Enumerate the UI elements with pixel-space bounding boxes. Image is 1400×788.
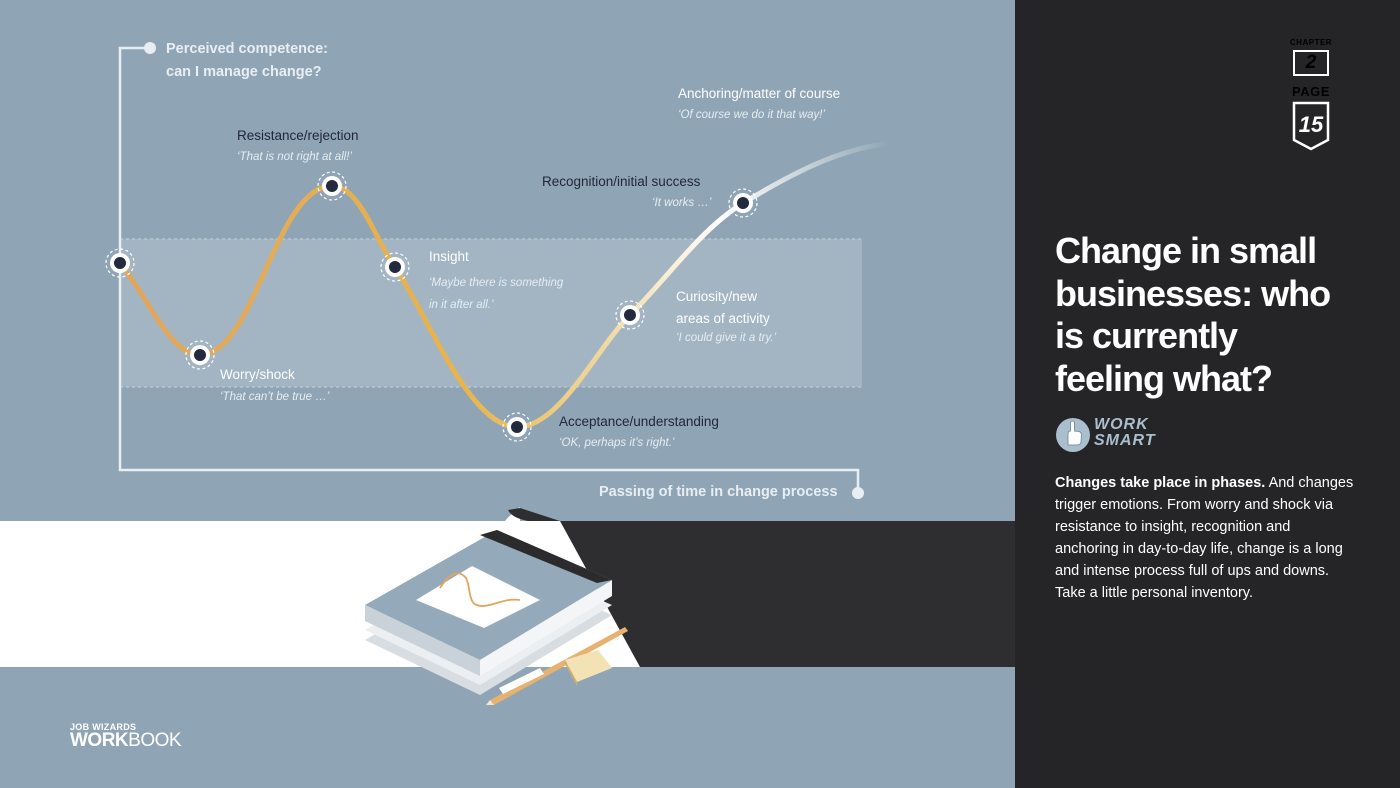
marker-halo <box>380 252 410 282</box>
eraser-block <box>565 650 612 682</box>
page-number-badge: 15 <box>1292 101 1330 151</box>
chart-panel: Perceived competence: can I manage change… <box>0 38 1015 752</box>
body-lead: Changes take place in phases. <box>1055 475 1266 491</box>
y-axis-label-line1: Perceived competence: <box>166 41 328 57</box>
curve-marker-recognition <box>728 188 758 218</box>
stage-label-insight: Insight <box>429 249 469 264</box>
x-axis-label: Passing of time in change process <box>599 484 838 500</box>
page-caption: PAGE <box>1292 84 1330 99</box>
stage-label-anchoring: Anchoring/matter of course <box>678 86 841 101</box>
marker-dot <box>624 309 636 321</box>
book-label <box>416 566 540 628</box>
page-number: 15 <box>1299 112 1324 137</box>
chart-axes <box>118 46 860 493</box>
pointing-hand-icon <box>1056 418 1090 452</box>
y-axis-label: Perceived competence: can I manage change… <box>166 38 328 84</box>
pen-body <box>499 668 544 694</box>
stage-label-curiosity: Curiosity/new areas of activity <box>676 286 770 330</box>
curve-marker-curiosity <box>615 300 645 330</box>
marker-halo <box>728 188 758 218</box>
quote-acceptance: ‘OK, perhaps it’s right.’ <box>559 437 675 449</box>
sidebar-panel <box>1015 0 1400 788</box>
marker-dot <box>114 257 126 269</box>
stage-label-recognition: Recognition/initial success <box>542 174 701 189</box>
marker-dot <box>389 261 401 273</box>
body-text: And changes trigger emotions. From worry… <box>1055 475 1354 601</box>
marker-dot <box>194 349 206 361</box>
book-spine <box>480 530 612 583</box>
curve-marker-acceptance <box>502 412 532 442</box>
quote-worry: ‘That can’t be true …’ <box>220 391 330 403</box>
logo-book: BOOK <box>128 730 182 751</box>
quote-anchoring: ‘Of course we do it that way!’ <box>678 109 826 121</box>
chapter-number: 2 <box>1293 50 1329 76</box>
quote-curiosity: ‘I could give it a try.’ <box>676 332 777 344</box>
marker-dot <box>326 180 338 192</box>
quote-recognition: ‘It works …’ <box>652 197 712 209</box>
page-badge-shape <box>1292 101 1330 151</box>
change-curve-chart <box>0 42 1015 705</box>
stage-label-curiosity-line2: areas of activity <box>676 311 770 326</box>
emotion-curve <box>117 140 893 430</box>
pencil-tip <box>486 700 494 705</box>
marker-dot <box>511 421 523 433</box>
book-label-curve <box>439 572 521 607</box>
logo-work: WORK <box>70 730 129 751</box>
y-axis-end-dot <box>144 42 156 54</box>
x-axis-end-dot <box>852 487 864 499</box>
stage-label-worry: Worry/shock <box>220 367 295 382</box>
marker-halo <box>502 412 532 442</box>
curve-markers <box>105 171 758 442</box>
quote-resistance: ‘That is not right at all!’ <box>237 151 353 163</box>
marker-dot <box>737 197 749 209</box>
book-cover-side <box>480 580 612 676</box>
curve-marker-resistance <box>317 171 347 201</box>
body-paragraph: Changes take place in phases. And change… <box>1055 472 1355 604</box>
eraser-side <box>565 660 577 686</box>
book-cover-front <box>365 605 480 676</box>
job-wizards-logo: JOB WIZARDS WORKBOOK <box>70 722 182 752</box>
logo-line2: WORKBOOK <box>70 730 182 752</box>
page-title: Change in small businesses: who is curre… <box>1055 230 1331 399</box>
stage-label-resistance: Resistance/rejection <box>237 128 359 143</box>
book-dark-page <box>520 521 1015 667</box>
notebook-illustration <box>0 507 1015 705</box>
quote-insight: ‘Maybe there is something in it after all… <box>429 272 563 316</box>
marker-halo <box>105 248 135 278</box>
chapter-caption: CHAPTER <box>1289 38 1333 47</box>
quote-insight-line1: ‘Maybe there is something <box>429 277 564 289</box>
work-smart-line2: SMART <box>1094 432 1156 449</box>
stage-label-acceptance: Acceptance/understanding <box>559 414 719 429</box>
marker-halo <box>185 340 215 370</box>
book-dark-corner <box>508 508 560 521</box>
curve-marker-start <box>105 248 135 278</box>
curve-marker-worry <box>185 340 215 370</box>
marker-halo <box>317 171 347 201</box>
work-smart-line1: WORK <box>1094 416 1149 433</box>
quote-insight-line2: in it after all.’ <box>429 299 494 311</box>
curve-marker-insight <box>380 252 410 282</box>
chapter-marker: CHAPTER 2 PAGE 15 <box>1288 38 1334 152</box>
pencil-body <box>490 627 628 705</box>
logo-line1: JOB WIZARDS <box>70 722 137 732</box>
y-axis-label-line2: can I manage change? <box>166 64 322 80</box>
marker-halo <box>615 300 645 330</box>
stage-label-curiosity-line1: Curiosity/new <box>676 289 758 304</box>
